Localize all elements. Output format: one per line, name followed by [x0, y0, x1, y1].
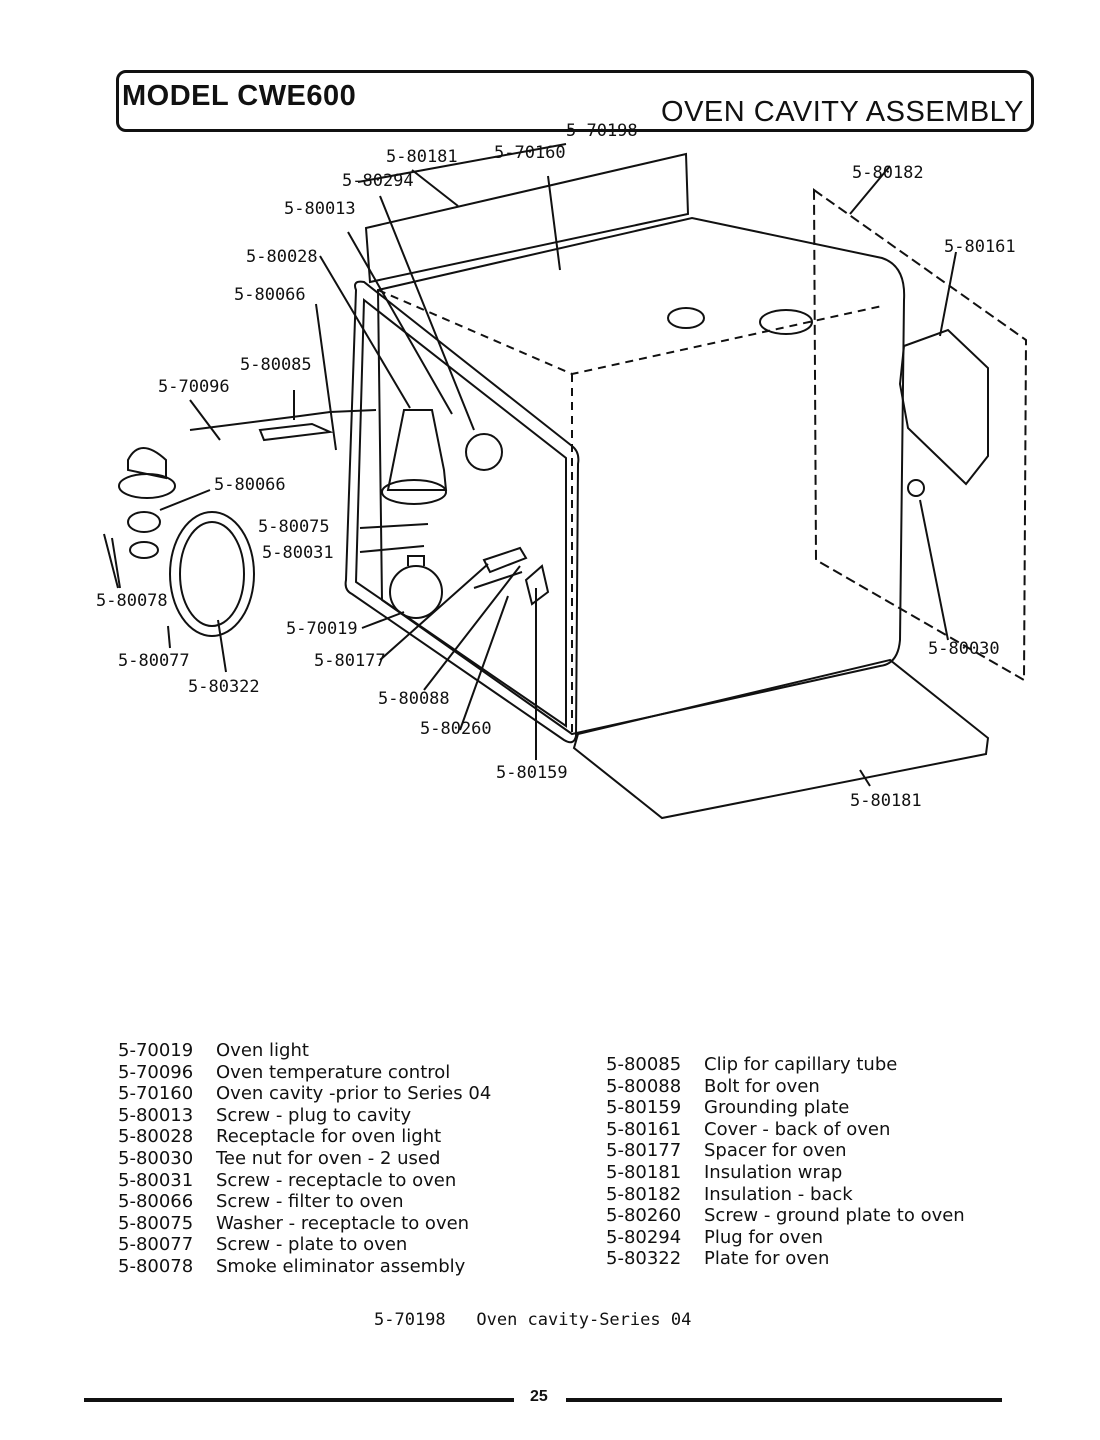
callout-label: 5-80075 [258, 517, 330, 537]
callout-label: 5-70019 [286, 619, 358, 639]
callout-label: 5-80161 [944, 237, 1016, 257]
section-title: OVEN CAVITY ASSEMBLY [661, 96, 1024, 128]
callout-label: 5-70198 [566, 121, 638, 141]
insulation-back [812, 188, 1028, 682]
oven-cavity [376, 216, 906, 736]
callout-label: 5-80028 [246, 247, 318, 267]
callout-label: 5-80322 [188, 677, 260, 697]
smoke-eliminator [127, 447, 167, 480]
footnote-description: Oven cavity-Series 04 [476, 1310, 692, 1330]
light-receptacle [386, 409, 448, 491]
model-title: MODEL CWE600 [122, 80, 357, 112]
callout-label: 5-80088 [378, 689, 450, 709]
callout-label: 5-80159 [496, 763, 568, 783]
insulation-wrap-bottom [572, 658, 990, 820]
callout-label: 5-80078 [96, 591, 168, 611]
door-gasket [344, 280, 580, 744]
callout-label: 5-80066 [214, 475, 286, 495]
page-number: 25 [530, 1388, 548, 1405]
footer-rule-right [566, 1398, 1002, 1402]
callout-label: 5-80066 [234, 285, 306, 305]
callout-label: 5-80181 [850, 791, 922, 811]
callout-label: 5-80177 [314, 651, 386, 671]
callout-label: 5-80077 [118, 651, 190, 671]
filter-plate [169, 511, 255, 637]
footer-rule-left [84, 1398, 514, 1402]
oven-light-bulb [389, 565, 443, 619]
callout-label: 5-70160 [494, 143, 566, 163]
oven-plug [465, 433, 503, 471]
temperature-control [189, 409, 377, 431]
callout-label: 5-80294 [342, 171, 414, 191]
back-cover-plate [898, 328, 989, 486]
callout-label: 5-80013 [284, 199, 356, 219]
footnote-number: 5-70198 [374, 1310, 446, 1330]
callout-label: 5-70096 [158, 377, 230, 397]
insulation-wrap-top [364, 152, 690, 284]
callout-label: 5-80182 [852, 163, 924, 183]
header-frame [116, 70, 1034, 132]
callout-label: 5-80260 [420, 719, 492, 739]
callout-label: 5-80030 [928, 639, 1000, 659]
footnote: 5-70198 Oven cavity-Series 04 [374, 1310, 691, 1330]
callout-label: 5-80031 [262, 543, 334, 563]
callout-label: 5-80085 [240, 355, 312, 375]
callout-label: 5-80181 [386, 147, 458, 167]
